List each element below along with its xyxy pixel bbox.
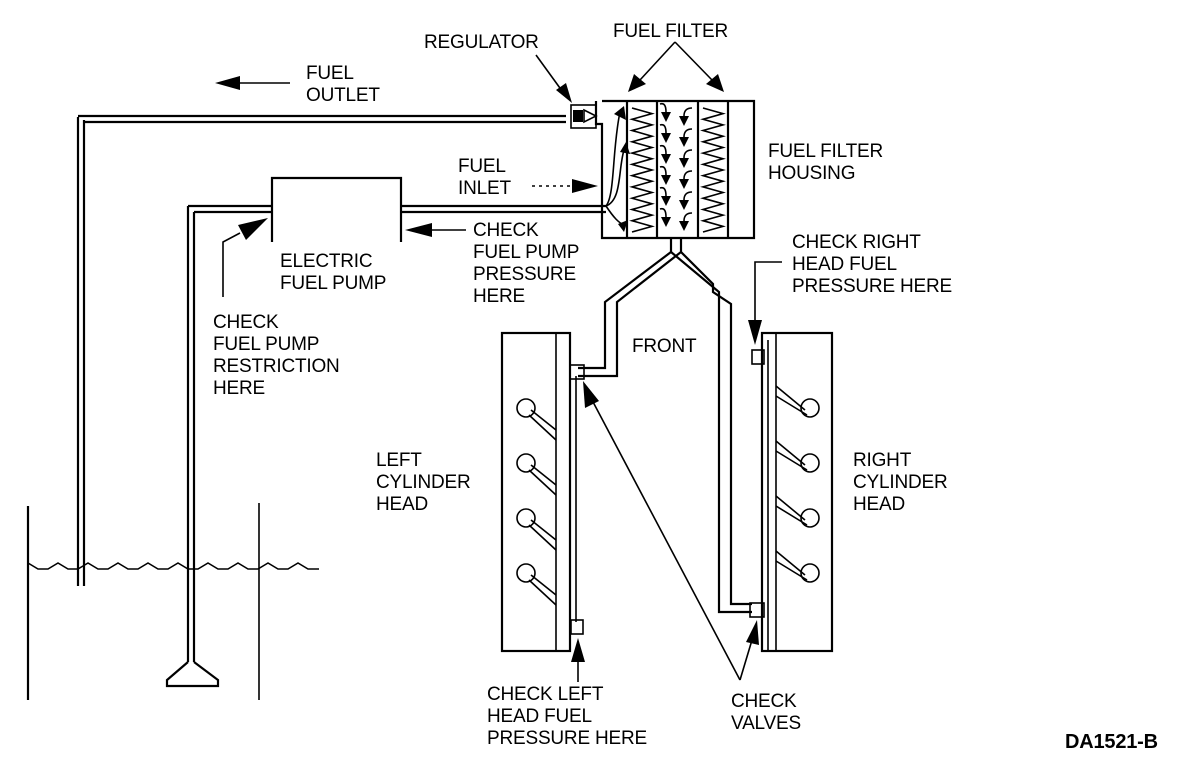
flow-arrow-icon: [679, 179, 689, 189]
cylinder-port-icon: [516, 508, 536, 528]
check-valve-left-upper: [569, 364, 585, 380]
flow-arrow-icon: [661, 133, 671, 143]
left-cylinder-head: [500, 331, 585, 653]
label-left-cylinder-head: LEFT CYLINDER HEAD: [376, 450, 476, 515]
left-head-test-port: [570, 619, 584, 635]
label-fuel-outlet: FUEL OUTLET: [306, 63, 380, 106]
flow-arrow-icon: [679, 158, 689, 168]
flow-arrows: [659, 102, 693, 231]
label-check-right-head: CHECK RIGHT HEAD FUEL PRESSURE HERE: [792, 232, 952, 297]
fuel-pickup: [165, 661, 220, 688]
label-right-cylinder-head: RIGHT CYLINDER HEAD: [853, 450, 953, 515]
return-line: [76, 114, 566, 586]
flow-arrow-icon: [661, 196, 671, 206]
label-fuel-filter-housing: FUEL FILTER HOUSING: [768, 141, 888, 184]
label-regulator: REGULATOR: [424, 32, 539, 53]
fuel-level-wave: [27, 562, 319, 570]
supply-line: [165, 204, 272, 688]
cylinder-port-icon: [800, 453, 820, 473]
filter-element-right: [700, 107, 726, 233]
callout-arrows: [215, 41, 782, 682]
distribution-lines: [578, 238, 752, 614]
flow-arrow-icon: [679, 137, 689, 147]
flow-arrow-icon: [661, 154, 671, 164]
label-check-fuel-pump-restriction: CHECK FUEL PUMP RESTRICTION HERE: [213, 312, 345, 399]
flow-arrow-icon: [661, 175, 671, 185]
fuel-tank: [26, 503, 319, 700]
label-fuel-inlet: FUEL INLET: [458, 156, 511, 199]
label-check-fuel-pump-pressure: CHECK FUEL PUMP PRESSURE HERE: [473, 220, 584, 307]
cylinder-port-icon: [516, 398, 536, 418]
cylinder-port-icon: [516, 453, 536, 473]
cylinder-port-icon: [516, 563, 536, 583]
label-fuel-filter: FUEL FILTER: [613, 21, 728, 42]
flow-arrow-icon: [679, 200, 689, 210]
electric-fuel-pump: [270, 176, 606, 242]
label-check-valves: CHECK VALVES: [731, 691, 802, 734]
label-electric-fuel-pump: ELECTRIC FUEL PUMP: [280, 251, 386, 294]
filter-element-left: [629, 107, 655, 233]
figure-code: DA1521-B: [1065, 731, 1158, 753]
flow-arrow-icon: [679, 221, 689, 231]
label-check-left-head: CHECK LEFT HEAD FUEL PRESSURE HERE: [487, 684, 647, 749]
right-head-test-port: [751, 349, 765, 365]
label-front: FRONT: [632, 336, 697, 357]
flow-arrow-icon: [661, 112, 671, 122]
cylinder-port-icon: [800, 563, 820, 583]
cylinder-port-icon: [800, 508, 820, 528]
cylinder-port-icon: [800, 398, 820, 418]
fuel-filter-housing: [594, 99, 756, 240]
flow-arrow-icon: [661, 217, 671, 227]
regulator: [570, 104, 598, 129]
right-cylinder-head: [749, 331, 834, 653]
flow-arrow-icon: [679, 116, 689, 126]
check-valve-right-lower: [749, 602, 765, 618]
